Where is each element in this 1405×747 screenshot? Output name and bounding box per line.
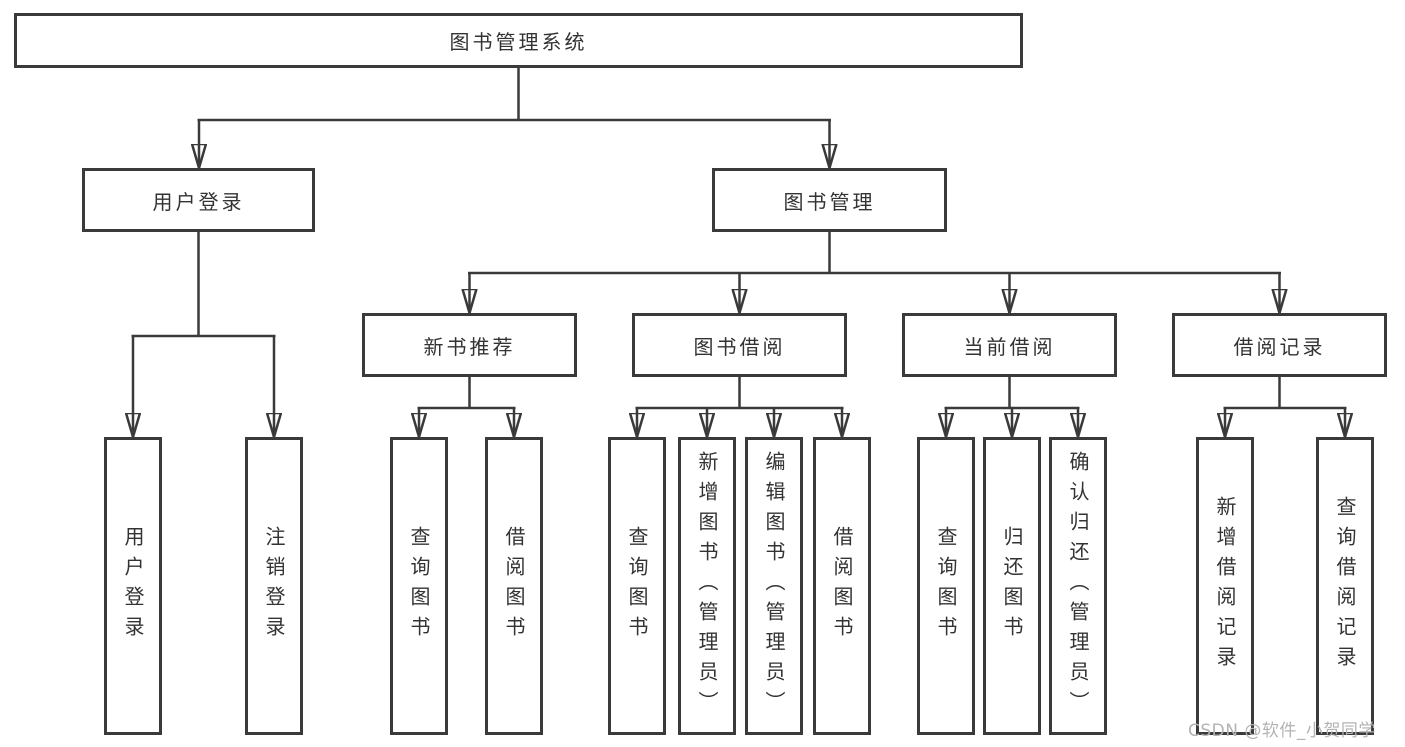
node-borrow-records: 借阅记录 <box>1172 313 1387 377</box>
root-node-label: 图书管理系统 <box>449 30 588 54</box>
leaf-borrow-query-books: 查询图书 <box>608 437 666 735</box>
node-book-borrow: 图书借阅 <box>632 313 847 377</box>
leaf-recommend-query-books: 查询图书 <box>390 437 448 735</box>
leaf-borrow-borrow-books-label: 借阅图书 <box>830 526 854 646</box>
leaf-user-login-label: 用户登录 <box>121 526 145 646</box>
leaf-records-query-record: 查询借阅记录 <box>1316 437 1374 735</box>
node-user-login-label: 用户登录 <box>152 189 245 214</box>
leaf-logout: 注销登录 <box>245 437 303 735</box>
leaf-recommend-borrow-books: 借阅图书 <box>485 437 543 735</box>
leaf-records-add-record-label: 新增借阅记录 <box>1213 496 1237 676</box>
node-user-login: 用户登录 <box>82 168 315 232</box>
connector-trunks <box>131 68 1347 410</box>
leaf-current-query-books: 查询图书 <box>917 437 975 735</box>
leaf-current-confirm-return-admin: 确认归还（管理员） <box>1049 437 1107 735</box>
leaf-borrow-query-books-label: 查询图书 <box>625 526 649 646</box>
leaf-current-return-books: 归还图书 <box>983 437 1041 735</box>
leaf-current-confirm-return-admin-label: 确认归还（管理员） <box>1066 451 1090 721</box>
csdn-watermark: CSDN @软件_小贺同学 <box>1188 721 1376 741</box>
leaf-borrow-borrow-books: 借阅图书 <box>813 437 871 735</box>
node-current-borrow: 当前借阅 <box>902 313 1117 377</box>
node-book-management: 图书管理 <box>712 168 947 232</box>
leaf-borrow-edit-books-admin-label: 编辑图书（管理员） <box>762 451 786 721</box>
node-book-management-label: 图书管理 <box>783 189 876 214</box>
node-current-borrow-label: 当前借阅 <box>963 334 1056 359</box>
leaf-borrow-add-books-admin-label: 新增图书（管理员） <box>695 451 719 721</box>
leaf-user-login: 用户登录 <box>104 437 162 735</box>
node-new-book-recommend: 新书推荐 <box>362 313 577 377</box>
node-new-book-recommend-label: 新书推荐 <box>423 334 516 359</box>
leaf-borrow-edit-books-admin: 编辑图书（管理员） <box>745 437 803 735</box>
root-node: 图书管理系统 <box>14 13 1023 68</box>
leaf-recommend-query-books-label: 查询图书 <box>407 526 431 646</box>
leaf-current-query-books-label: 查询图书 <box>934 526 958 646</box>
leaf-current-return-books-label: 归还图书 <box>1000 526 1024 646</box>
leaf-logout-label: 注销登录 <box>262 526 286 646</box>
leaf-recommend-borrow-books-label: 借阅图书 <box>502 526 526 646</box>
leaf-records-query-record-label: 查询借阅记录 <box>1333 496 1357 676</box>
node-borrow-records-label: 借阅记录 <box>1233 334 1326 359</box>
leaf-records-add-record: 新增借阅记录 <box>1196 437 1254 735</box>
leaf-borrow-add-books-admin: 新增图书（管理员） <box>678 437 736 735</box>
node-book-borrow-label: 图书借阅 <box>693 334 786 359</box>
